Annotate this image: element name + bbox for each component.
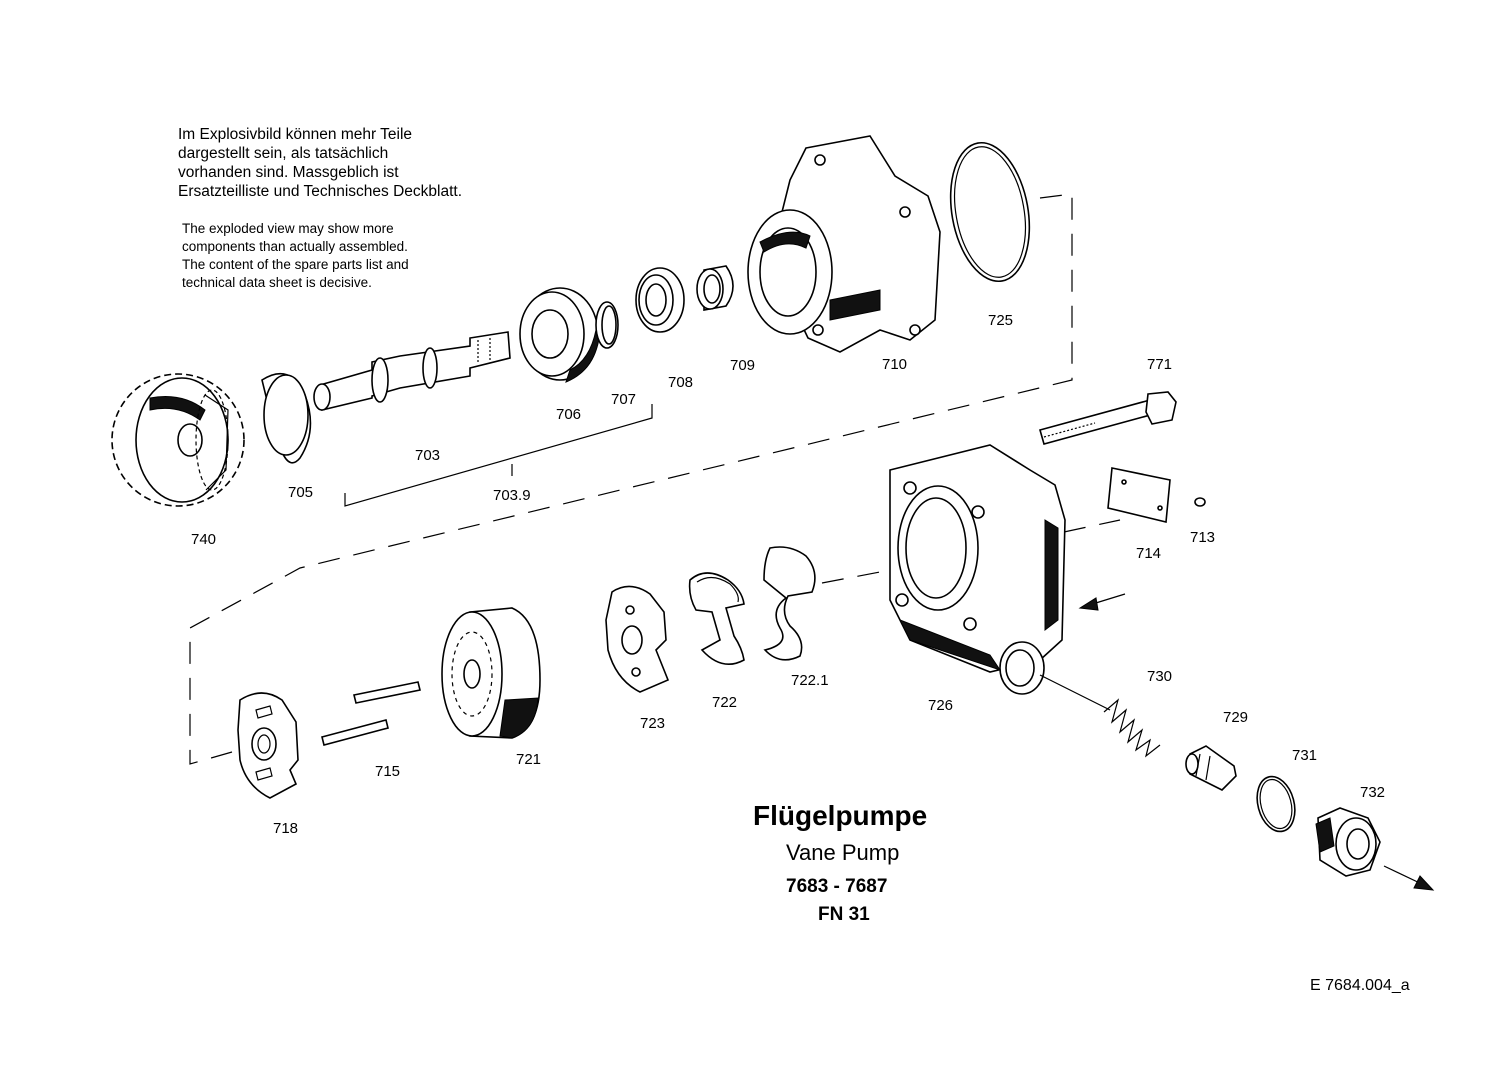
support-ring-icon: [763, 546, 816, 661]
title-english: Vane Pump: [786, 840, 900, 865]
o-ring-icon-731: [1256, 775, 1296, 833]
part-label-706: 706: [556, 406, 582, 423]
part-label-721: 721: [516, 751, 542, 768]
part-label-722: 722: [712, 694, 738, 711]
pump-housing-icon: [889, 444, 1066, 695]
ball-bearing-icon: [519, 287, 601, 383]
shaft-icon: [313, 331, 511, 411]
part-label-729: 729: [1223, 709, 1249, 726]
part-label-732: 732: [1360, 784, 1386, 801]
drawing-code: E 7684.004_a: [1310, 977, 1410, 994]
part-label-730: 730: [1147, 668, 1173, 685]
part-label-708: 708: [668, 374, 694, 391]
screw-plug-icon: [1315, 807, 1381, 877]
gear-icon: [111, 373, 245, 507]
part-label-725: 725: [988, 312, 1014, 329]
needle-bearing-icon: [696, 265, 734, 311]
part-label-722-1: 722.1: [791, 672, 829, 689]
assembly-axis-lines: [189, 193, 1121, 765]
retaining-ring-icon: [261, 372, 312, 464]
part-label-710: 710: [882, 356, 908, 373]
pressure-plate-icon-723: [605, 585, 670, 693]
part-label-771: 771: [1147, 356, 1173, 373]
part-label-709: 709: [730, 357, 756, 374]
flow-arrow-icon: [1078, 593, 1126, 611]
part-label-718: 718: [273, 820, 299, 837]
pressure-plate-icon-718: [237, 692, 299, 799]
snap-ring-icon: [595, 301, 619, 349]
rivet-icon: [1194, 497, 1206, 507]
part-label-740: 740: [191, 531, 217, 548]
dowel-pin-icon: [321, 681, 421, 746]
part-label-705: 705: [288, 484, 314, 501]
type-plate-icon: [1107, 467, 1171, 523]
title-german: Flügelpumpe: [753, 800, 928, 831]
part-label-715: 715: [375, 763, 401, 780]
flow-arrow-out-icon: [1383, 865, 1435, 891]
part-label-703: 703: [415, 447, 441, 464]
note-english: The exploded view may show more componen…: [182, 221, 409, 290]
hex-bolt-icon: [1039, 391, 1177, 445]
seal-icon: [688, 572, 745, 666]
part-label-723: 723: [640, 715, 666, 732]
pump-flange-housing-icon: [747, 135, 941, 353]
compression-spring-icon: [1039, 674, 1161, 758]
part-label-714: 714: [1136, 545, 1162, 562]
part-label-731: 731: [1292, 747, 1318, 764]
part-label-726: 726: [928, 697, 954, 714]
valve-piston-icon: [1185, 745, 1237, 791]
rotor-icon: [441, 607, 541, 739]
part-label-703-9: 703.9: [493, 487, 531, 504]
model-range: 7683 - 7687: [786, 876, 888, 897]
shaft-seal-icon: [635, 267, 685, 333]
note-german: Im Explosivbild können mehr Teile darges…: [178, 126, 463, 200]
fn-number: FN 31: [818, 904, 870, 925]
o-ring-icon-725: [949, 141, 1031, 283]
part-label-713: 713: [1190, 529, 1216, 546]
bracket-703-9: [344, 404, 653, 507]
part-label-707: 707: [611, 391, 637, 408]
